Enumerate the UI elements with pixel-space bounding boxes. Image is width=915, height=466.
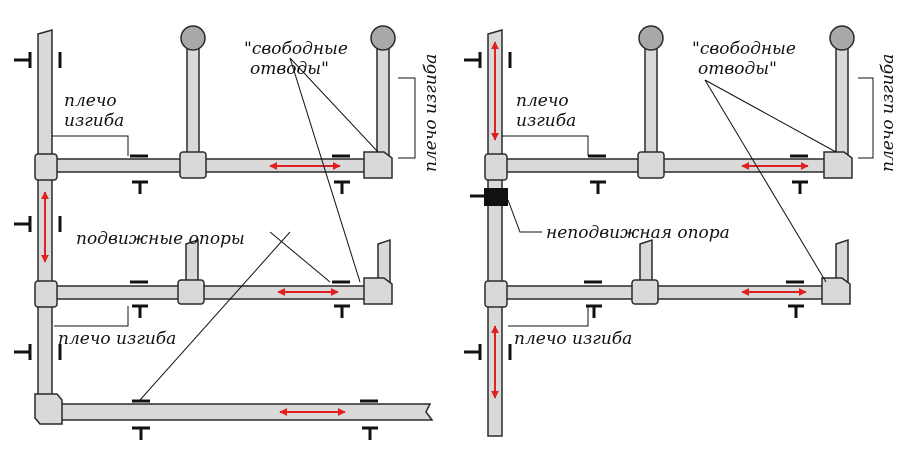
fixed-support [470,188,508,206]
right-cap-right [829,25,855,51]
right-cap-mid [638,25,664,51]
support-marker [130,154,148,194]
right-middle-stub-right [835,238,849,283]
support-marker [786,280,804,318]
left-tee-top [34,153,58,181]
fixed-support-block [484,188,508,206]
free-bends-label: "свободные [692,39,796,59]
left-upper-stub-right [376,47,390,159]
left-free-bend-top [363,151,393,179]
right-leaders [502,77,874,327]
bend-arm-label-top: изгиба [516,111,576,131]
right-upper-tee-mid [637,151,665,179]
fixed-support-label: неподвижная опора [546,223,730,243]
left-upper-stub-mid [186,47,200,161]
right-upper-stub-mid [644,47,658,161]
support-marker [132,399,150,440]
left-middle-stub-right [377,238,391,283]
support-marker [584,280,602,318]
right-arrows [491,41,809,399]
right-tee-middle [484,280,508,308]
right-free-bend-middle [821,277,851,305]
right-middle-tee-mid [631,279,659,305]
support-marker [14,344,62,360]
right-middle-stub-mid [639,238,653,283]
right-supports [464,52,808,360]
left-elbow-bottom [34,393,63,425]
left-diagram [34,25,434,425]
left-labels: "свободные отводы" плечо изгиба подвижны… [58,39,441,349]
left-arrows [41,162,346,416]
support-marker [332,154,350,194]
bend-arm-label-bottom: плечо изгиба [514,329,632,349]
left-free-bend-middle [363,277,393,305]
bend-arm-label-bottom: плечо изгиба [58,329,176,349]
support-marker [14,216,62,232]
bend-arm-label-top: плечо [516,91,569,111]
support-marker [130,280,148,318]
free-bends-label: "свободные [244,39,348,59]
right-free-bend-top [823,151,853,179]
bend-arm-label-vertical: плечо изгиба [878,54,898,172]
right-tee-top [484,153,508,181]
right-upper-stub-right [835,47,849,159]
support-marker [790,154,808,194]
right-labels: "свободные отводы" плечо изгиба неподвиж… [514,39,898,349]
free-bends-label: отводы" [698,59,777,79]
left-upper-tee-mid [179,151,207,179]
movable-supports-label: подвижные опоры [76,229,245,249]
left-cap-mid [180,25,206,51]
support-marker [332,280,350,318]
left-cap-right [370,25,396,51]
left-leaders [52,57,416,401]
bend-arm-label-top: изгиба [64,111,124,131]
left-branch-bottom [51,403,434,421]
bend-arm-label-top: плечо [64,91,117,111]
support-marker [14,52,62,68]
bend-arm-label-vertical: плечо изгиба [421,54,441,172]
support-marker [588,154,606,194]
left-supports [14,52,378,440]
left-tee-middle [34,280,58,308]
support-marker [360,399,378,440]
left-middle-tee-mid [177,279,205,305]
support-marker [464,52,512,68]
free-bends-label: отводы" [250,59,329,79]
support-marker [464,344,512,360]
